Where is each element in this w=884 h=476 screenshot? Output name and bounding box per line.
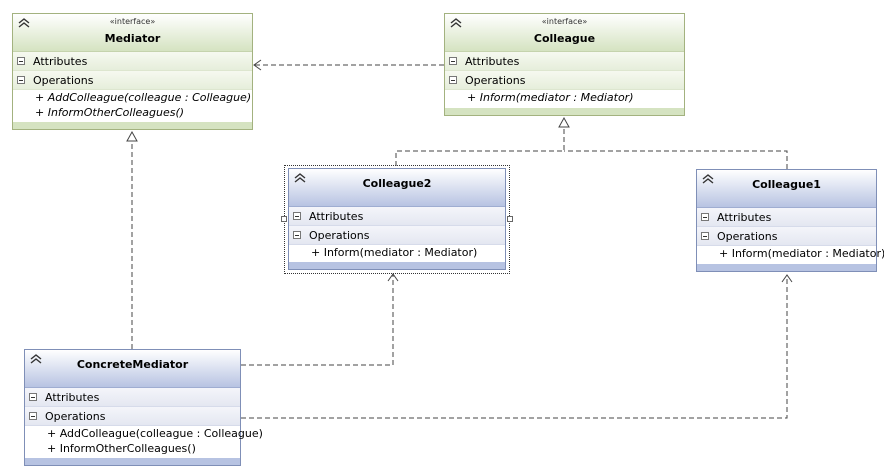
stereotype-label: «interface» <box>541 17 588 26</box>
class-footer <box>445 108 684 115</box>
attributes-compartment[interactable]: Attributes <box>25 388 240 407</box>
class-header[interactable]: ConcreteMediator <box>25 350 240 388</box>
open-arrowhead <box>781 274 793 283</box>
class-header[interactable]: Colleague2 <box>289 169 505 207</box>
attributes-compartment[interactable]: Attributes <box>289 207 505 226</box>
operation-item[interactable]: + AddColleague(colleague : Colleague) <box>35 91 252 104</box>
operation-item[interactable]: + AddColleague(colleague : Colleague) <box>47 427 263 440</box>
collapse-minus-icon[interactable] <box>29 393 37 401</box>
class-footer <box>697 264 876 271</box>
operation-item[interactable]: + InformOtherColleagues() <box>35 106 185 119</box>
dependency-concretemediator-to-colleague2 <box>241 274 394 366</box>
operation-item[interactable]: + InformOtherColleagues() <box>47 442 196 455</box>
class-footer <box>289 262 505 269</box>
class-colleague[interactable]: «interface» Colleague Attributes Operati… <box>444 13 685 116</box>
operation-item[interactable]: + Inform(mediator : Mediator) <box>311 246 478 259</box>
attributes-compartment[interactable]: Attributes <box>13 52 252 71</box>
class-name: Colleague <box>533 32 596 45</box>
class-footer <box>25 458 240 465</box>
class-header[interactable]: «interface» Colleague <box>445 14 684 52</box>
collapse-chevron-icon[interactable] <box>17 18 31 28</box>
attributes-label: Attributes <box>33 55 88 68</box>
class-colleague1[interactable]: Colleague1 Attributes Operations + Infor… <box>696 169 884 272</box>
attributes-compartment[interactable]: Attributes <box>445 52 684 71</box>
operations-label: Operations <box>45 410 106 423</box>
class-name: Colleague1 <box>752 178 821 191</box>
resize-handle-left[interactable] <box>281 216 287 222</box>
realization-colleague2-to-colleague <box>395 127 565 166</box>
attributes-compartment[interactable]: Attributes <box>697 208 876 227</box>
attributes-label: Attributes <box>45 391 100 404</box>
collapse-minus-icon[interactable] <box>449 57 457 65</box>
stereotype-label: «interface» <box>109 17 156 26</box>
operations-compartment[interactable]: Operations <box>697 227 876 246</box>
collapse-minus-icon[interactable] <box>17 57 25 65</box>
collapse-minus-icon[interactable] <box>29 412 37 420</box>
collapse-minus-icon[interactable] <box>293 231 301 239</box>
hollow-triangle-arrowhead <box>126 130 138 142</box>
collapse-chevron-icon[interactable] <box>701 174 715 184</box>
collapse-minus-icon[interactable] <box>293 212 301 220</box>
operations-label: Operations <box>465 74 526 87</box>
collapse-chevron-icon[interactable] <box>29 354 43 364</box>
collapse-minus-icon[interactable] <box>17 76 25 84</box>
collapse-chevron-icon[interactable] <box>293 173 307 183</box>
dependency-concretemediator-to-colleague1 <box>241 275 788 419</box>
open-arrowhead <box>253 59 262 71</box>
attributes-label: Attributes <box>717 211 772 224</box>
class-colleague2[interactable]: Colleague2 Attributes Operations + Infor… <box>288 168 506 270</box>
resize-handle-right[interactable] <box>507 216 513 222</box>
collapse-minus-icon[interactable] <box>701 232 709 240</box>
class-name: Mediator <box>104 32 161 45</box>
operation-item[interactable]: + Inform(mediator : Mediator) <box>467 91 634 104</box>
class-name: ConcreteMediator <box>76 358 189 371</box>
class-concretemediator[interactable]: ConcreteMediator Attributes Operations +… <box>24 349 263 466</box>
operations-label: Operations <box>309 229 370 242</box>
operations-compartment[interactable]: Operations <box>445 71 684 90</box>
collapse-chevron-icon[interactable] <box>449 18 463 28</box>
operations-compartment[interactable]: Operations <box>289 226 505 245</box>
attributes-label: Attributes <box>309 210 364 223</box>
operations-compartment[interactable]: Operations <box>25 407 240 426</box>
class-header[interactable]: Colleague1 <box>697 170 876 208</box>
realization-colleague1-to-colleague <box>564 150 788 169</box>
attributes-label: Attributes <box>465 55 520 68</box>
class-header[interactable]: «interface» Mediator <box>13 14 252 52</box>
class-name: Colleague2 <box>362 177 432 190</box>
collapse-minus-icon[interactable] <box>449 76 457 84</box>
hollow-triangle-arrowhead <box>558 116 570 128</box>
class-mediator[interactable]: «interface» Mediator Attributes Operatio… <box>12 13 253 130</box>
open-arrowhead <box>387 273 399 282</box>
collapse-minus-icon[interactable] <box>701 213 709 221</box>
operation-item[interactable]: + Inform(mediator : Mediator) <box>719 247 884 260</box>
operations-compartment[interactable]: Operations <box>13 71 252 90</box>
class-footer <box>13 122 252 129</box>
operations-label: Operations <box>717 230 778 243</box>
operations-label: Operations <box>33 74 94 87</box>
